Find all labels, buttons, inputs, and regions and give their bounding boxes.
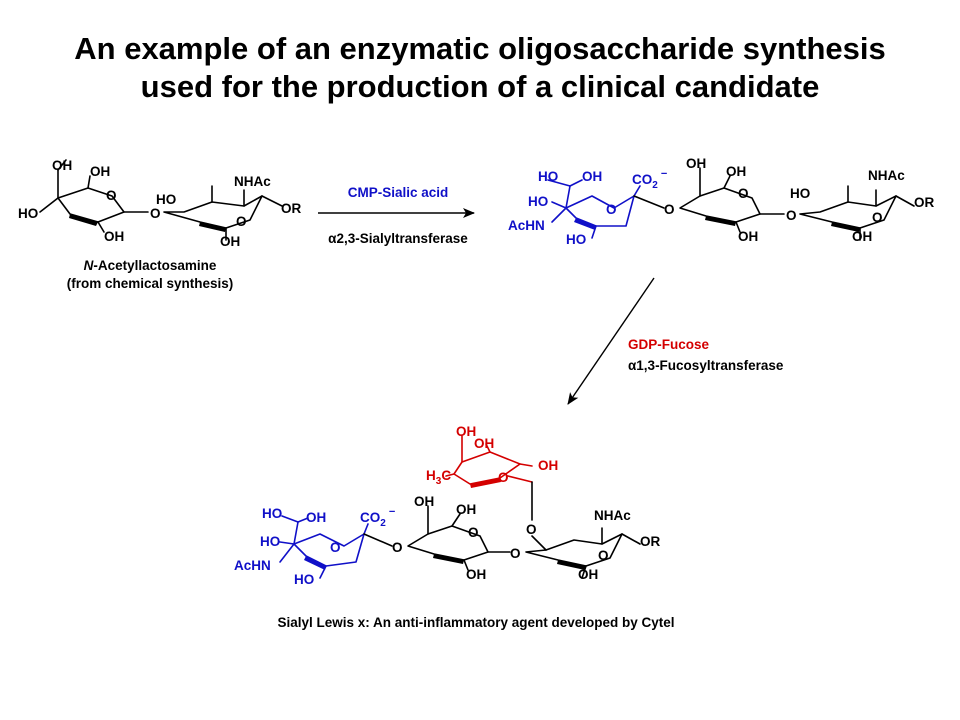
sia-oh-8: OH bbox=[582, 169, 602, 184]
glucosamine-ring-2: HO NHAc OR O OH bbox=[790, 168, 935, 244]
sia-co2: CO2− bbox=[632, 168, 667, 191]
reaction-1-enzyme: α2,3-Sialyltransferase bbox=[328, 231, 468, 246]
gal-oh-6: OH bbox=[90, 164, 110, 179]
galactose-ring-2: OH OH O OH O bbox=[679, 156, 797, 244]
fuc-oh-3: OH bbox=[474, 436, 494, 451]
glucosamine-ring-3: NHAc OR O OH bbox=[525, 508, 661, 582]
or-label-3: OR bbox=[640, 534, 661, 549]
glucosamine-ring: HO NHAc OR O OH bbox=[156, 174, 302, 249]
reaction-2-arrow bbox=[567, 277, 655, 405]
sia2-oh-8: OH bbox=[306, 510, 326, 525]
gal-oh-2: OH bbox=[104, 229, 124, 244]
sia2-achn: AcHN bbox=[234, 558, 271, 573]
glycosidic-oxygen-3: O bbox=[786, 208, 797, 223]
gal2-oh-4: OH bbox=[686, 156, 706, 171]
n-acetyllactosamine-structure: OH OH O HO OH O HO NHAc OR O OH N-Acetyl… bbox=[18, 158, 302, 291]
fuc-oh-2: OH bbox=[538, 458, 558, 473]
glcnac2-ring-oxygen: O bbox=[872, 210, 883, 225]
fuc-oh-4: OH bbox=[456, 424, 476, 439]
fucose-residue: OH OH OH O H3C bbox=[426, 424, 558, 488]
sia2-ring-oxygen: O bbox=[330, 540, 341, 555]
reaction-2-reagent: GDP-Fucose bbox=[628, 337, 710, 352]
or-label-2: OR bbox=[914, 195, 935, 210]
glcnac-ho-3: HO bbox=[156, 192, 176, 207]
reaction-2: GDP-Fucose α1,3-Fucosyltransferase bbox=[567, 277, 784, 405]
gal2-oh-2: OH bbox=[738, 229, 758, 244]
galactose-ring-3: OH OH O OH O bbox=[407, 494, 521, 582]
glcnac2-ho-3: HO bbox=[790, 186, 810, 201]
reaction-2-enzyme: α1,3-Fucosyltransferase bbox=[628, 358, 784, 373]
sia-achn: AcHN bbox=[508, 218, 545, 233]
gal3-oh-6: OH bbox=[456, 502, 476, 517]
glycosidic-oxygen-2: O bbox=[664, 202, 675, 217]
gal2-oh-6: OH bbox=[726, 164, 746, 179]
sia2-ho-9: HO bbox=[262, 506, 282, 521]
glycosidic-oxygen-fuc: O bbox=[526, 522, 537, 537]
gal-ring-oxygen: O bbox=[106, 188, 117, 203]
glycosidic-oxygen-5: O bbox=[510, 546, 521, 561]
or-label-1: OR bbox=[281, 201, 302, 216]
sialyl-lewis-x-structure: OH OH OH O H3C O HO OH HO AcHN O HO CO2− bbox=[234, 424, 675, 630]
product-caption: Sialyl Lewis x: An anti-inflammatory age… bbox=[277, 615, 674, 630]
sialic-acid-residue-1: HO OH HO AcHN O HO CO2− bbox=[508, 168, 667, 247]
fuc-ring-oxygen: O bbox=[498, 470, 509, 485]
sialyl-lacnac-structure: HO OH HO AcHN O HO CO2− O OH OH O OH O bbox=[508, 156, 935, 247]
nhac-label-2: NHAc bbox=[868, 168, 905, 183]
gal3-oh-2: OH bbox=[466, 567, 486, 582]
sia-ho-7: HO bbox=[528, 194, 548, 209]
sia2-co2: CO2− bbox=[360, 506, 395, 529]
nhac-label-1: NHAc bbox=[234, 174, 271, 189]
glcnac-oh-6: OH bbox=[220, 234, 240, 249]
reaction-1: CMP-Sialic acid α2,3-Sialyltransferase bbox=[318, 185, 475, 246]
gal3-ring-oxygen: O bbox=[468, 525, 479, 540]
gal-oh-4: OH bbox=[52, 158, 72, 173]
gal-ho-3: HO bbox=[18, 206, 38, 221]
glycosidic-oxygen-4: O bbox=[392, 540, 403, 555]
nhac-label-3: NHAc bbox=[594, 508, 631, 523]
sia-ho-4: HO bbox=[566, 232, 586, 247]
gal2-ring-oxygen: O bbox=[738, 186, 749, 201]
reaction-1-reagent: CMP-Sialic acid bbox=[348, 185, 449, 200]
sialic-acid-residue-2: HO OH HO AcHN O HO CO2− bbox=[234, 506, 395, 587]
galactose-ring: OH OH O HO OH O bbox=[18, 158, 161, 244]
glcnac3-ring-oxygen: O bbox=[598, 548, 609, 563]
slide-title: An example of an enzymatic oligosacchari… bbox=[0, 30, 960, 106]
starting-material-name: N-Acetyllactosamine bbox=[84, 258, 217, 273]
sia-ho-9: HO bbox=[538, 169, 558, 184]
fuc-h3c: H3C bbox=[426, 468, 451, 487]
glcnac2-oh-6: OH bbox=[852, 229, 872, 244]
glycosidic-oxygen-1: O bbox=[150, 206, 161, 221]
sia2-ho-4: HO bbox=[294, 572, 314, 587]
glcnac-ring-oxygen: O bbox=[236, 214, 247, 229]
glcnac3-oh-6: OH bbox=[578, 567, 598, 582]
sia-ring-oxygen: O bbox=[606, 202, 617, 217]
gal3-oh-4: OH bbox=[414, 494, 434, 509]
starting-material-source: (from chemical synthesis) bbox=[67, 276, 234, 291]
title-line-2: used for the production of a clinical ca… bbox=[140, 69, 820, 104]
sia2-ho-7: HO bbox=[260, 534, 280, 549]
title-line-1: An example of an enzymatic oligosacchari… bbox=[74, 31, 886, 66]
